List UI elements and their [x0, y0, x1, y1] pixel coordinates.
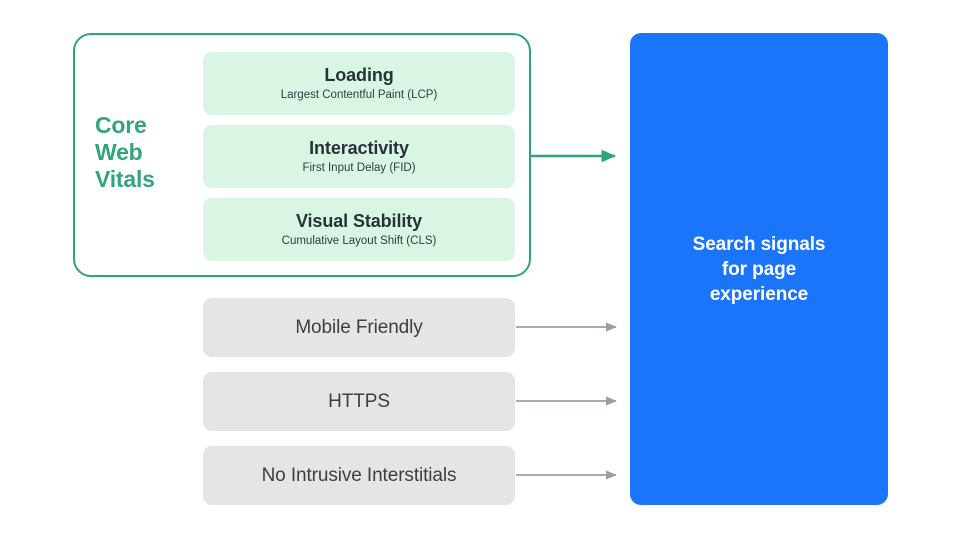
core-web-vitals-label: Core Web Vitals: [95, 112, 195, 193]
core-web-vitals-label-line-2: Web: [95, 139, 143, 165]
core-web-vitals-label-line-1: Core: [95, 112, 147, 138]
metric-subtitle: Largest Contentful Paint (LCP): [280, 89, 438, 101]
core-web-vitals-container: [73, 33, 531, 277]
signal-card-label: HTTPS: [328, 390, 390, 412]
metric-title: Interactivity: [309, 138, 409, 158]
core-web-vitals-label-line-3: Vitals: [95, 166, 155, 192]
search-signals-outcome-text: Search signals for page experience: [692, 233, 826, 305]
metric-title: Visual Stability: [295, 211, 423, 231]
metric-subtitle: First Input Delay (FID): [302, 162, 416, 174]
metric-card-visual-stability[interactable]: Visual Stability Cumulative Layout Shift…: [203, 198, 515, 261]
signal-card-label: Mobile Friendly: [295, 316, 423, 338]
metric-subtitle: Cumulative Layout Shift (CLS): [281, 235, 437, 247]
signal-card-label: No Intrusive Interstitials: [261, 464, 457, 486]
metric-card-interactivity[interactable]: Interactivity First Input Delay (FID): [203, 125, 515, 188]
metric-card-loading[interactable]: Loading Largest Contentful Paint (LCP): [203, 52, 515, 115]
search-signals-outcome-box: Search signals for page experience: [630, 33, 888, 505]
signal-card-no-intrusive-interstitials[interactable]: No Intrusive Interstitials: [203, 446, 515, 505]
signal-card-mobile-friendly[interactable]: Mobile Friendly: [203, 298, 515, 357]
signal-card-https[interactable]: HTTPS: [203, 372, 515, 431]
metric-title: Loading: [324, 65, 394, 85]
